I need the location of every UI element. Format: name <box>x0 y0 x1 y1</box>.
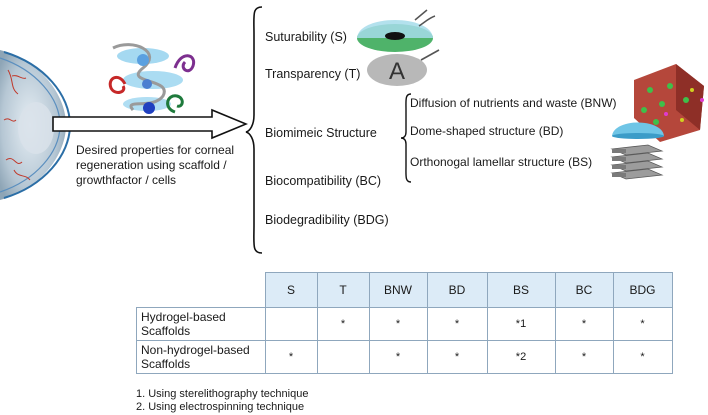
table-cell: * <box>426 307 488 341</box>
arrow-right-icon <box>52 108 248 140</box>
table-cell: * <box>368 340 428 374</box>
porous-scaffold-icon <box>634 64 704 142</box>
table-cell: * <box>316 307 370 341</box>
table-col-header: BDG <box>612 272 673 308</box>
table-col-header: BC <box>554 272 614 308</box>
table-cell: * <box>264 340 318 374</box>
table-col-header: BD <box>426 272 488 308</box>
table-cell: * <box>426 340 488 374</box>
table-col-header: S <box>264 272 318 308</box>
table-col-header: BS <box>486 272 556 308</box>
sub-property-bs: Orthonogal lamellar structure (BS) <box>410 155 593 169</box>
table-row: Hydrogel-based Scaffolds * * * *1 * * <box>136 307 673 341</box>
table-cell <box>264 307 318 341</box>
property-biodegradability: Biodegradibility (BDG) <box>265 213 389 227</box>
footnote-1: 1. Using sterelithography technique <box>136 388 309 400</box>
property-suturability: Suturability (S) <box>265 30 347 44</box>
property-biocompatibility: Biocompatibility (BC) <box>265 174 382 188</box>
table-col-header: T <box>316 272 370 308</box>
dome-structure-icon <box>612 122 664 139</box>
table-cell: *2 <box>486 340 556 374</box>
transparency-lens-icon: A <box>367 49 440 86</box>
table-cell <box>316 340 370 374</box>
table-cell: * <box>554 340 614 374</box>
row-label: Hydrogel-based Scaffolds <box>136 307 266 341</box>
table-col-header: BNW <box>368 272 428 308</box>
sub-property-bnw: Diffusion of nutrients and waste (BNW) <box>410 96 617 110</box>
left-caption: Desired properties for corneal regenerat… <box>76 143 235 187</box>
table-cell: * <box>554 307 614 341</box>
row-label: Non-hydrogel-based Scaffolds <box>136 340 266 374</box>
table-corner <box>136 272 266 308</box>
properties-table: S T BNW BD BS BC BDG Hydrogel-based Scaf… <box>136 272 673 374</box>
lamellar-stack-icon <box>610 144 664 180</box>
main-brace-icon <box>245 6 263 254</box>
sub-brace-icon <box>400 93 412 183</box>
sub-property-bd: Dome-shaped structure (BD) <box>410 124 564 138</box>
table-cell: *1 <box>486 307 556 341</box>
footnote-2: 2. Using electrospinning technique <box>136 401 305 413</box>
suture-lens-icon <box>357 9 436 52</box>
scaffold-growthfactor-cells-icon <box>108 43 196 114</box>
table-row: Non-hydrogel-based Scaffolds * * * *2 * … <box>136 340 673 374</box>
table-cell: * <box>612 307 673 341</box>
table-cell: * <box>612 340 673 374</box>
property-transparency: Transparency (T) <box>265 67 361 81</box>
property-biomimetic: Biomimeic Structure <box>265 126 377 140</box>
table-header-row: S T BNW BD BS BC BDG <box>136 272 673 308</box>
lens-letter: A <box>389 58 405 85</box>
table-cell: * <box>368 307 428 341</box>
